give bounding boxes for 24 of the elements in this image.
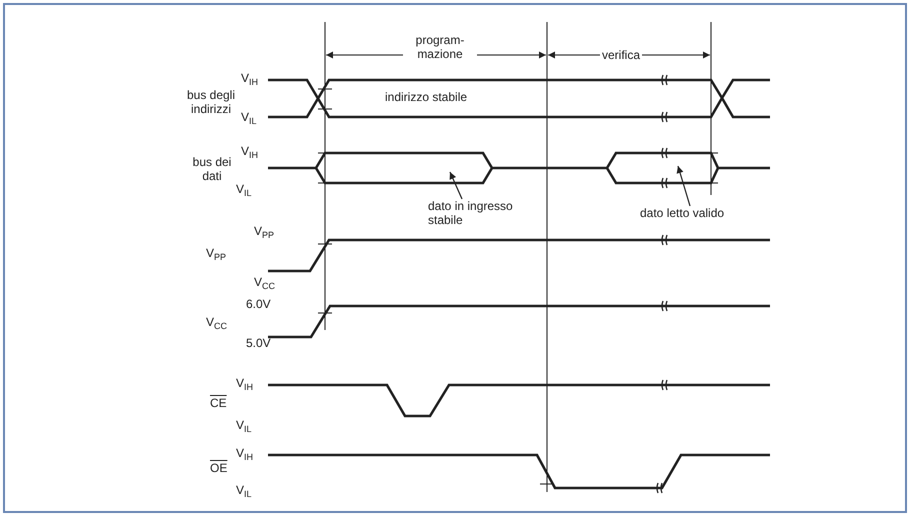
signal-name: V$_{CC}$: [206, 315, 228, 329]
level-label: V$_{PP}$: [254, 224, 274, 238]
level-label: V$_{IH}$: [236, 446, 254, 460]
level-label: V$_{IL}$: [236, 418, 252, 432]
leader-line: [449, 172, 463, 200]
level-label: V$_{IL}$: [236, 483, 252, 497]
level-label: V$_{IL}$: [241, 110, 257, 124]
signal-name: V$_{PP}$: [206, 246, 226, 260]
callout-text: dato in ingresso stabile: [428, 199, 536, 227]
level-label: V$_{IH}$: [241, 144, 258, 158]
level-label: V$_{IH}$: [236, 376, 254, 390]
signal-name: OE: [210, 461, 228, 475]
signal-name: bus degli indirizzi: [186, 88, 236, 116]
level-label: V$_{CC}$: [254, 275, 276, 289]
level-label: V$_{IH}$: [241, 71, 258, 85]
level-label: V$_{IL}$: [236, 182, 252, 196]
level-label: 6.0V: [246, 297, 271, 311]
leader-line: [676, 166, 691, 206]
level-label: 5.0V: [246, 336, 271, 350]
callout-text: dato letto valido: [640, 206, 724, 220]
signal-state-label: indirizzo stabile: [385, 90, 468, 104]
signal-name: bus dei dati: [192, 155, 232, 183]
signal-name: CE: [210, 396, 227, 410]
phase-label: verifica: [600, 48, 642, 62]
